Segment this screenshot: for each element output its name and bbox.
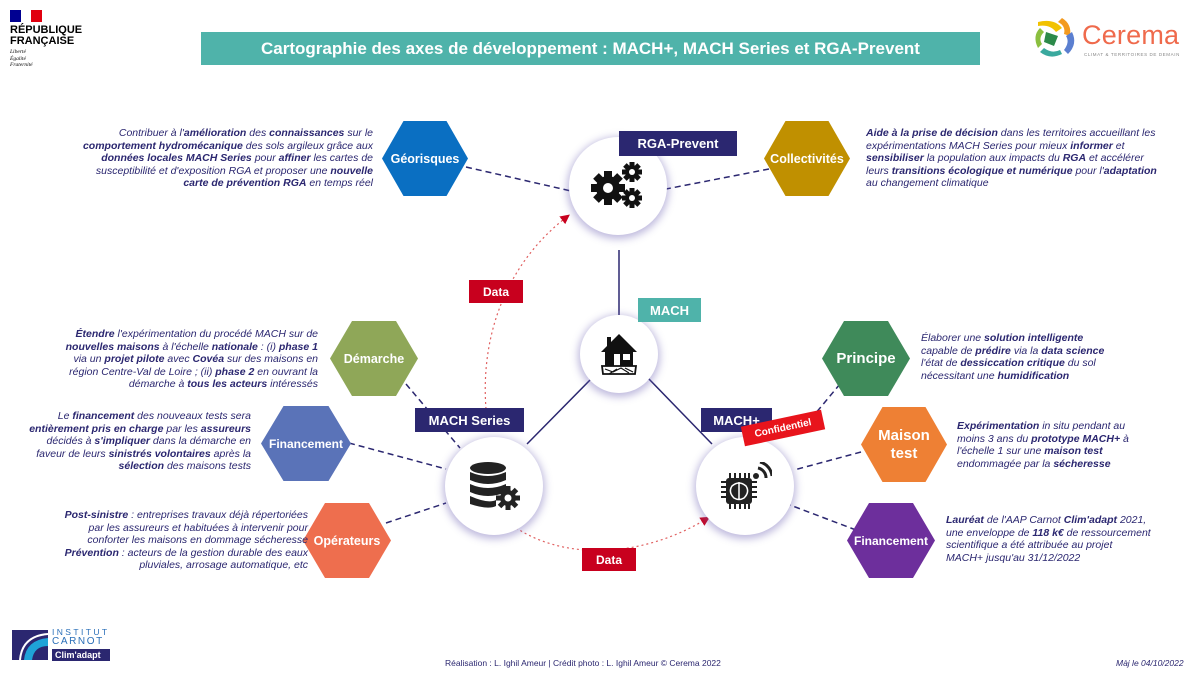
desc-collectivites: Aide à la prise de décision dans les ter… (866, 127, 1166, 190)
desc-line: au changement climatique (866, 177, 989, 190)
rf-motto: Liberté Égalité Fraternité (10, 49, 100, 69)
desc-line: susceptibilité et d'exposition RGA et pr… (95, 164, 373, 177)
carnot-line1: INSTITUT (52, 627, 110, 637)
desc-line: carte de prévention RGA en temps réel (183, 177, 373, 190)
desc-line: Prévention : acteurs de la gestion durab… (64, 546, 308, 559)
desc-line: données locales MACH Series pour affiner… (101, 152, 373, 165)
link-maison-test (793, 451, 862, 471)
hex-financement-plus[interactable]: Financement (847, 503, 935, 578)
mach-tag: MACH (638, 298, 701, 322)
hex-financement-series[interactable]: Financement (261, 406, 351, 481)
desc-line: nouvelles maisons à l'échelle nationale … (65, 340, 318, 353)
desc-financement-plus: Lauréat de l'AAP Carnot Clim'adapt 2021,… (946, 514, 1176, 564)
rf-name-line1: RÉPUBLIQUE (10, 24, 83, 36)
desc-line: MACH+ jusqu'au 31/12/2022 (946, 551, 1081, 564)
desc-line: pluviales, arrosage automatique, etc (139, 559, 308, 572)
desc-line: Le financement des nouveaux tests sera (57, 410, 251, 422)
desc-operateurs: Post-sinistre : entreprises travaux déjà… (20, 509, 308, 572)
desc-line: moins 3 ans du prototype MACH+ à (957, 432, 1129, 445)
mach-series-tag: MACH Series (415, 408, 524, 432)
data-tag-machplus: Data (582, 548, 636, 571)
desc-line: leurs transitions écologique et numériqu… (866, 164, 1157, 177)
desc-line: expérimentations MACH Series pour mieux … (866, 139, 1125, 152)
desc-demarche: Étendre l'expérimentation du procédé MAC… (20, 328, 318, 391)
desc-line: nécessitant une humidification (921, 369, 1070, 382)
carnot-line3: Clim'adapt (52, 649, 110, 661)
institut-carnot-logo: INSTITUT CARNOT Clim'adapt (12, 628, 112, 664)
desc-line: sensibiliser la population aux impacts d… (866, 152, 1144, 165)
desc-line: conforter les maisons en dommage séchere… (87, 534, 308, 547)
desc-line: scientifique a été attribuée au projet (946, 539, 1113, 552)
desc-line: l'échelle 1 sur une maison test (957, 445, 1103, 458)
republique-francaise-logo: RÉPUBLIQUE FRANÇAISE Liberté Égalité Fra… (10, 10, 100, 69)
desc-line: Élaborer une solution intelligente (921, 332, 1084, 344)
desc-line: une enveloppe de 118 k€ de ressourcement (946, 526, 1151, 539)
desc-georisques: Contribuer à l'amélioration des connaiss… (60, 127, 373, 190)
desc-line: Étendre l'expérimentation du procédé MAC… (75, 328, 318, 340)
mach-node[interactable] (580, 315, 658, 393)
desc-line: entièrement pris en charge par les assur… (29, 422, 251, 435)
footer-credits: Réalisation : L. Ighil Ameur | Crédit ph… (445, 658, 721, 668)
link-mach-series (526, 377, 593, 445)
link-financement-series (348, 442, 447, 470)
desc-line: démarche à tous les acteurs intéressés (128, 378, 318, 391)
desc-line: via un projet pilote avec Covéa sur des … (73, 353, 318, 366)
desc-line: Contribuer à l'amélioration des connaiss… (118, 127, 373, 139)
link-georisques (465, 166, 572, 192)
rga-prevent-tag: RGA-Prevent (619, 131, 737, 156)
cerema-subtitle: CLIMAT & TERRITOIRES DE DEMAIN (1084, 52, 1180, 57)
cerema-logo: Cerema CLIMAT & TERRITOIRES DE DEMAIN (1032, 14, 1192, 62)
desc-line: Lauréat de l'AAP Carnot Clim'adapt 2021, (946, 514, 1147, 526)
desc-line: décidés à s'impliquer dans la démarche e… (46, 435, 251, 448)
data-tag-rga: Data (469, 280, 523, 303)
hex-georisques[interactable]: Géorisques (382, 121, 468, 196)
hex-principe[interactable]: Principe (822, 321, 910, 396)
gears-icon (591, 162, 642, 208)
motto-fraternite: Fraternité (10, 62, 33, 68)
link-mach-plus (647, 377, 713, 445)
page-title: Cartographie des axes de développement :… (201, 32, 980, 65)
cerema-emblem-icon (1035, 18, 1075, 57)
desc-line: par les assureurs et habituées à interve… (88, 521, 308, 534)
data-flow-to-machplus (511, 516, 711, 552)
rf-name-line2: FRANÇAISE (10, 35, 75, 47)
desc-line: l'état de dessiccation critique du sol (921, 357, 1096, 370)
cerema-name: Cerema (1082, 20, 1180, 50)
desc-line: endommagée par la sécheresse (957, 457, 1111, 470)
mach-series-node[interactable] (445, 437, 543, 535)
link-financement-plus (789, 504, 857, 531)
ai-chip-wireless-icon (721, 462, 772, 509)
link-operateurs (385, 502, 447, 524)
desc-line: Expérimentation in situ pendant au (957, 420, 1126, 432)
desc-line: Aide à la prise de décision dans les ter… (866, 127, 1156, 139)
motto-egalite: Égalité (10, 55, 26, 62)
desc-line: comportement hydromécanique des sols arg… (82, 139, 373, 152)
mach-plus-node[interactable] (696, 437, 794, 535)
house-on-ground-icon (600, 334, 638, 375)
data-flow-to-rga (484, 214, 570, 410)
carnot-line2: CARNOT (52, 636, 104, 647)
motto-liberte: Liberté (10, 49, 26, 55)
french-flag-icon (10, 10, 43, 22)
carnot-emblem-icon (12, 630, 48, 660)
desc-line: Post-sinistre : entreprises travaux déjà… (64, 509, 308, 521)
link-collectivites (665, 168, 770, 190)
desc-line: capable de prédire via la data science (921, 344, 1105, 357)
desc-line: faveur de leurs sinistrés volontaires ap… (36, 447, 251, 460)
database-gear-icon (470, 462, 520, 510)
footer-updated: Màj le 04/10/2022 (1116, 658, 1184, 668)
desc-line: sélection des maisons tests (118, 460, 251, 473)
desc-line: région Centre-Val de Loire ; (ii) phase … (69, 365, 318, 378)
